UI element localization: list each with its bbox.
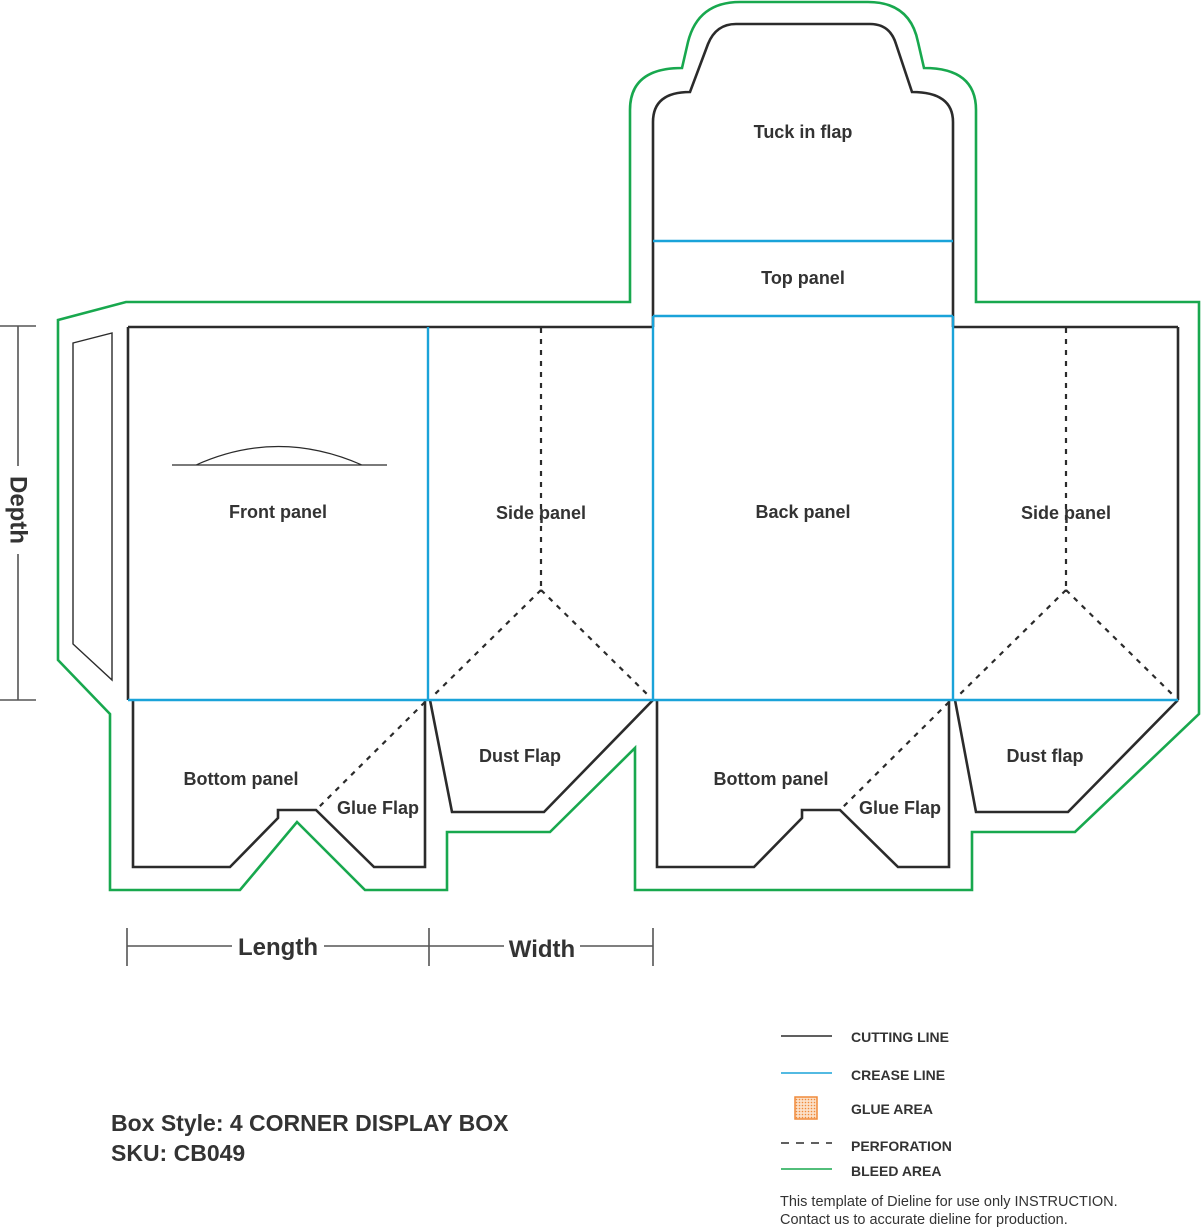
legend-glue-swatch	[794, 1096, 818, 1120]
legend-bleed-label: BLEED AREA	[851, 1163, 942, 1179]
sku-text: SKU: CB049	[111, 1140, 246, 1166]
bleed-outline	[56, 0, 1201, 892]
note-line-1: This template of Dieline for use only IN…	[780, 1194, 1118, 1210]
side-panel-1-label: Side panel	[496, 503, 586, 523]
dust-flap-1-outline	[428, 699, 654, 814]
glue-flap-1-label: Glue Flap	[337, 798, 419, 818]
bottom-panel-1-outline	[131, 700, 427, 869]
box-style-text: Box Style: 4 CORNER DISPLAY BOX	[111, 1110, 509, 1136]
legend-perforation-label: PERFORATION	[851, 1138, 952, 1154]
width-label: Width	[509, 936, 575, 963]
front-panel-thumb-cut	[172, 445, 387, 466]
dust-flap-2-label: Dust flap	[1006, 746, 1083, 766]
bottom-panel-2-outline	[655, 700, 951, 869]
note-line-2: Contact us to accurate dieline for produ…	[780, 1212, 1068, 1228]
dust-flap-2-outline	[953, 699, 1179, 814]
tuck-in-flap-label: Tuck in flap	[754, 122, 853, 142]
legend-cutting-label: CUTTING LINE	[851, 1029, 949, 1045]
bottom-panel-2-label: Bottom panel	[714, 769, 829, 789]
depth-dimension-line	[0, 325, 36, 701]
tuck-flap-outline	[651, 22, 955, 327]
bottom-panel-1-label: Bottom panel	[184, 769, 299, 789]
legend-glue-label: GLUE AREA	[851, 1101, 933, 1117]
top-panel-label: Top panel	[761, 268, 845, 288]
front-panel-label: Front panel	[229, 502, 327, 522]
side-glue-tab	[72, 332, 113, 682]
crease-lines	[128, 239, 1178, 702]
legend-crease-label: CREASE LINE	[851, 1067, 945, 1083]
dust-flap-1-label: Dust Flap	[479, 746, 561, 766]
dieline-note: This template of Dieline for use only IN…	[780, 1193, 1190, 1229]
length-width-dimension-line	[126, 928, 654, 966]
perforation-lines	[317, 328, 1176, 809]
depth-label: Depth	[5, 476, 32, 544]
glue-flap-2-label: Glue Flap	[859, 798, 941, 818]
length-label: Length	[238, 934, 318, 961]
box-info: Box Style: 4 CORNER DISPLAY BOX SKU: CB0…	[111, 1108, 509, 1168]
side-panel-2-label: Side panel	[1021, 503, 1111, 523]
back-panel-label: Back panel	[755, 502, 850, 522]
